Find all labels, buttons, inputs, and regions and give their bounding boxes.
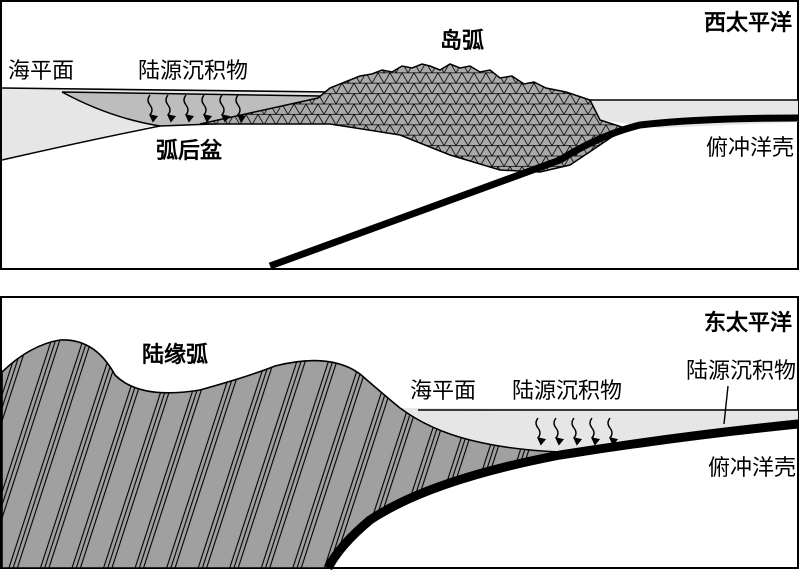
trench-sediment-pointer	[723, 385, 729, 425]
bottom-trench-sediment-label: 陆源沉积物	[686, 359, 796, 384]
top-sediment-label: 陆源沉积物	[138, 59, 248, 84]
bottom-subducting-slab	[324, 419, 799, 570]
top-subducting-crust-label: 俯冲洋壳	[706, 136, 794, 161]
bottom-sea-water	[400, 408, 798, 455]
bottom-panel: 东太平洋 陆缘弧 海平面 陆源沉积物 陆源沉积物 俯冲洋壳	[0, 296, 799, 570]
top-basin-floor	[1, 125, 161, 161]
bottom-sediment-arrows	[535, 417, 619, 446]
bottom-panel-title: 东太平洋	[704, 310, 792, 336]
top-sea-level-line	[1, 87, 331, 93]
continental-arc-label: 陆缘弧	[142, 342, 208, 368]
bottom-sea-level-label: 海平面	[410, 379, 476, 404]
top-subducting-slab	[268, 114, 799, 270]
top-sediment-arrows	[147, 94, 247, 123]
bottom-subducting-crust-label: 俯冲洋壳	[708, 456, 796, 481]
top-island-arc	[199, 63, 627, 173]
top-panel-title: 西太平洋	[704, 10, 792, 36]
island-arc-label: 岛弧	[440, 28, 484, 54]
bottom-basin-sediment-label: 陆源沉积物	[512, 379, 622, 404]
back-arc-basin-label: 弧后盆	[156, 138, 223, 164]
top-panel: 西太平洋 海平面 陆源沉积物 岛弧 弧后盆 俯冲洋壳	[0, 0, 799, 270]
top-sea-level-label: 海平面	[8, 59, 74, 84]
